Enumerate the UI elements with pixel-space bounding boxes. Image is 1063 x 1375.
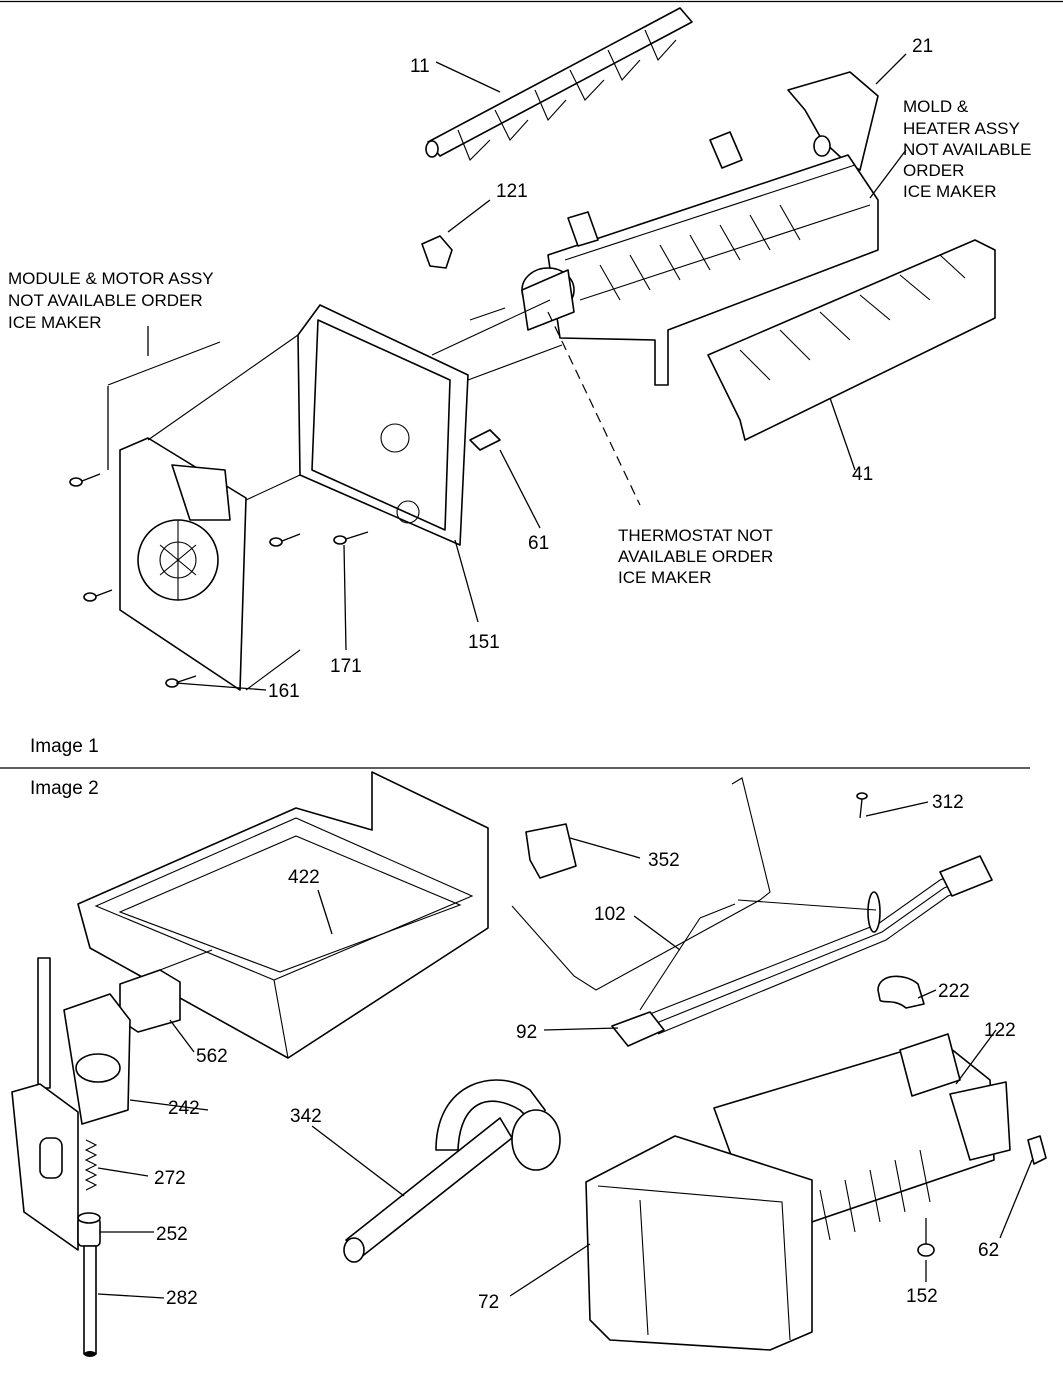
pin-part-312	[856, 792, 868, 819]
caption-image2: Image 2	[30, 778, 99, 799]
tray-part-41	[707, 239, 996, 441]
callout-312: 312	[932, 792, 964, 813]
callout-102: 102	[594, 904, 626, 925]
mold-heater-assy	[547, 131, 879, 386]
callout-62: 62	[978, 1240, 999, 1261]
wire-harness-part-92	[611, 855, 993, 1047]
screw-part-152	[917, 1218, 935, 1257]
tube-part-282	[83, 1245, 97, 1357]
cover-part-21	[787, 71, 879, 171]
callout-21: 21	[912, 36, 933, 57]
note-thermostat: THERMOSTAT NOT AVAILABLE ORDER ICE MAKER	[618, 526, 773, 587]
callout-342: 342	[290, 1106, 322, 1127]
callout-121: 121	[496, 181, 528, 202]
nut-part-252	[77, 1212, 101, 1247]
callout-252: 252	[156, 1224, 188, 1245]
callout-61: 61	[528, 533, 549, 554]
image2-drawing	[11, 771, 1047, 1357]
note-module-motor: MODULE & MOTOR ASSY NOT AVAILABLE ORDER …	[8, 269, 214, 332]
callout-272: 272	[154, 1168, 186, 1189]
housing-part-151	[297, 304, 469, 546]
screw-module-c	[83, 589, 113, 602]
cover-part-72	[585, 1135, 813, 1351]
svg-text:NOT AVAILABLE: NOT AVAILABLE	[903, 140, 1032, 159]
thermostat-part	[469, 267, 575, 331]
callout-352: 352	[648, 850, 680, 871]
callout-422: 422	[288, 867, 320, 888]
clip-part-62	[1027, 1135, 1047, 1165]
spring-part-272	[84, 1139, 98, 1191]
callout-92: 92	[516, 1022, 537, 1043]
clip-part-352	[525, 823, 577, 879]
callout-242: 242	[168, 1098, 200, 1119]
callout-41: 41	[852, 464, 873, 485]
svg-text:ORDER: ORDER	[903, 161, 964, 180]
clamp-part-222	[877, 975, 925, 1009]
ground-part-61	[469, 429, 501, 451]
callout-152: 152	[906, 1286, 938, 1307]
svg-text:THERMOSTAT NOT: THERMOSTAT NOT	[618, 526, 773, 545]
screw-171	[333, 531, 369, 545]
fill-tube-part-342	[343, 1079, 561, 1263]
callout-222: 222	[938, 981, 970, 1002]
water-valve-part-242	[11, 957, 131, 1251]
callout-161: 161	[268, 681, 300, 702]
callout-282: 282	[166, 1288, 198, 1309]
image1-drawing	[69, 7, 996, 691]
callout-562: 562	[196, 1046, 228, 1067]
screw-module-b	[269, 533, 301, 547]
callout-151: 151	[468, 632, 500, 653]
svg-text:NOT AVAILABLE ORDER: NOT AVAILABLE ORDER	[8, 291, 203, 310]
svg-text:ICE MAKER: ICE MAKER	[8, 313, 102, 332]
svg-text:AVAILABLE ORDER: AVAILABLE ORDER	[618, 547, 773, 566]
callout-122: 122	[984, 1020, 1016, 1041]
note-mold-heater: MOLD & HEATER ASSY NOT AVAILABLE ORDER I…	[903, 97, 1032, 201]
clip-part-121	[421, 235, 453, 269]
shutoff-arm-part-102	[511, 777, 771, 991]
svg-text:MODULE & MOTOR ASSY: MODULE & MOTOR ASSY	[8, 269, 214, 288]
module-motor-assy	[119, 437, 247, 691]
svg-text:MOLD &: MOLD &	[903, 97, 969, 116]
screw-161	[165, 675, 197, 688]
caption-image1: Image 1	[30, 736, 99, 757]
callout-72: 72	[478, 1292, 499, 1313]
callout-171: 171	[330, 656, 362, 677]
svg-text:ICE MAKER: ICE MAKER	[618, 568, 712, 587]
ejector-part-11	[425, 7, 693, 161]
callout-11: 11	[410, 56, 430, 77]
screw-module-a	[69, 473, 101, 487]
svg-text:ICE MAKER: ICE MAKER	[903, 182, 997, 201]
svg-text:HEATER ASSY: HEATER ASSY	[903, 119, 1020, 138]
